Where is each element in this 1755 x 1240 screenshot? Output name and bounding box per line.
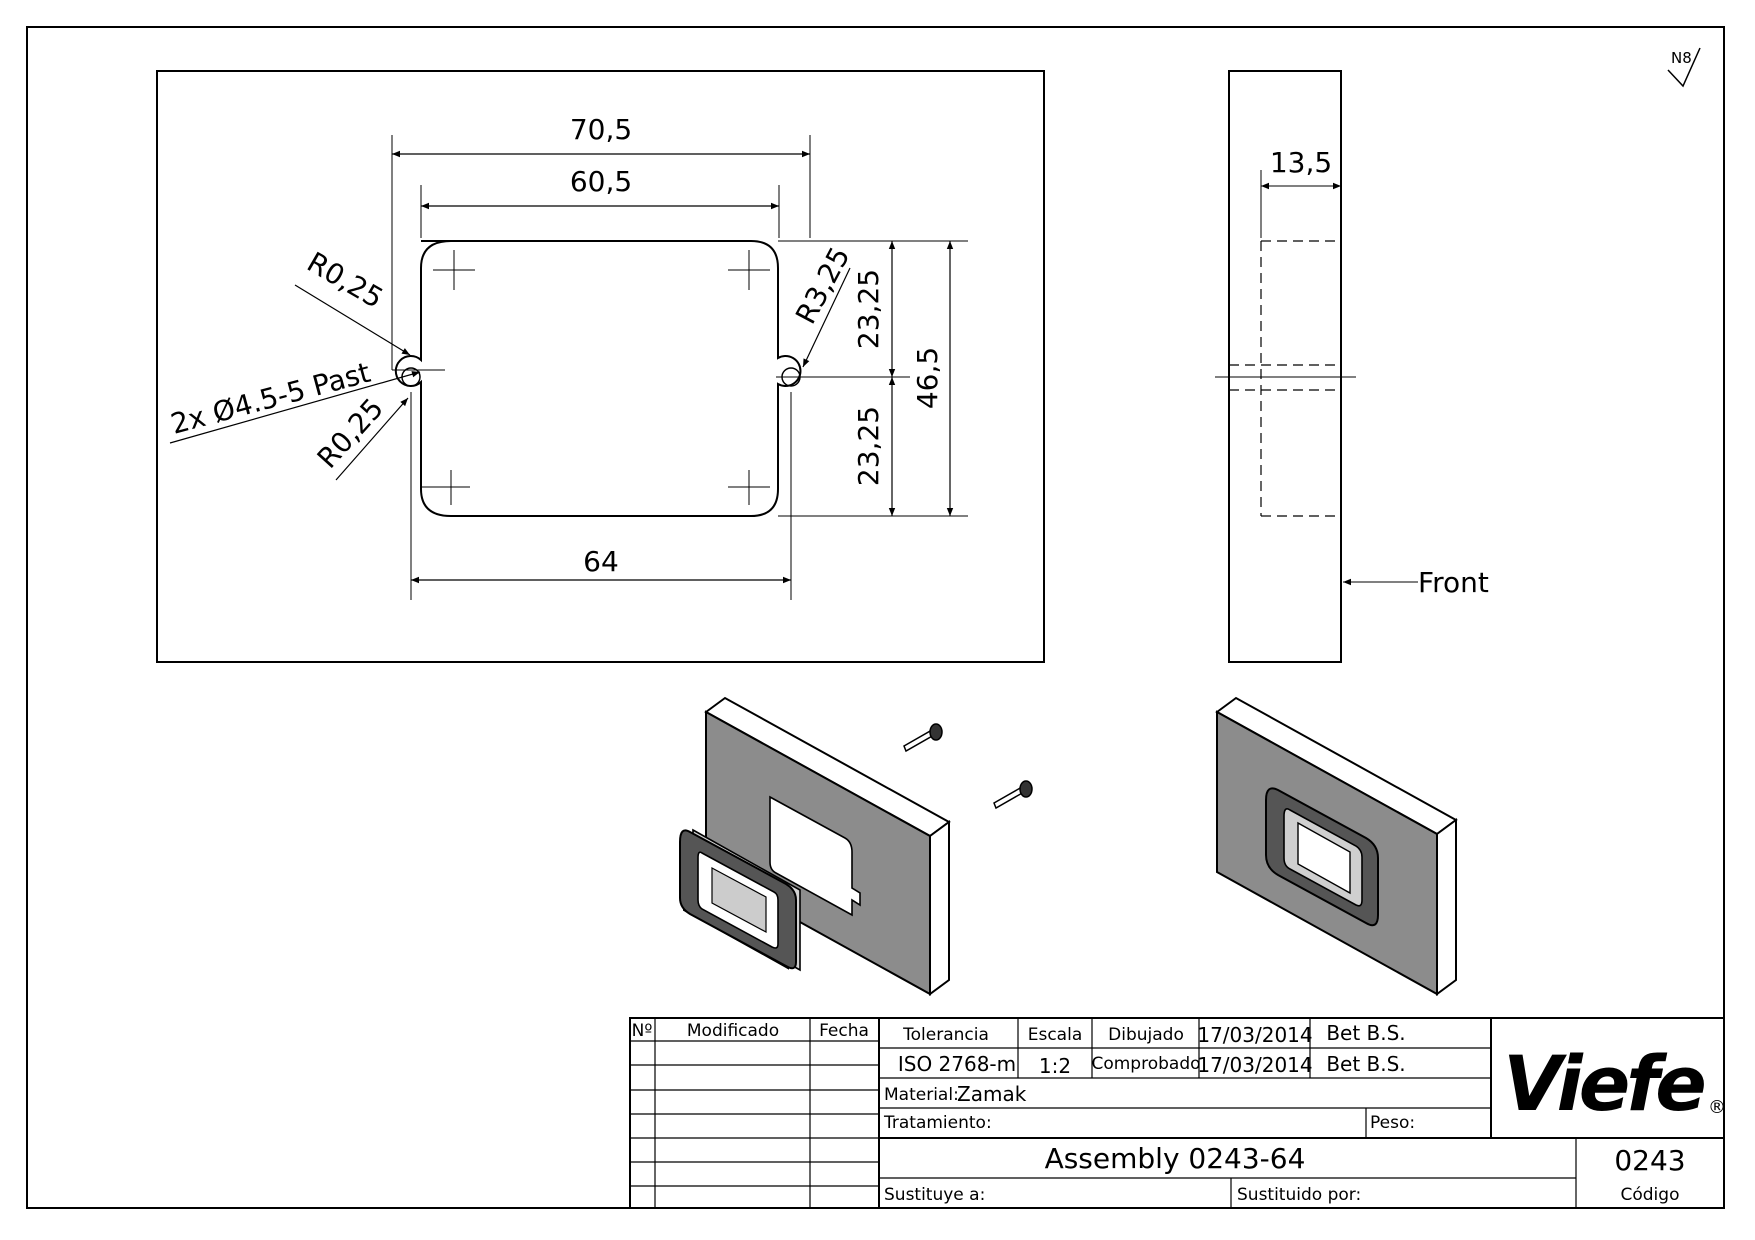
dim-radius-top: R0,25: [302, 245, 389, 314]
dim-inner-width: 60,5: [570, 165, 632, 198]
rev-modified-header: Modificado: [687, 1021, 779, 1041]
assembled-isometric-view: [1215, 696, 1458, 996]
tolerance-label: Tolerancia: [902, 1025, 989, 1045]
screw-icon: [903, 723, 943, 753]
dim-overall-outer-width: 70,5: [570, 113, 632, 146]
dim-hole-spacing: 64: [583, 545, 619, 578]
checked-label: Comprobado: [1091, 1054, 1200, 1074]
scale-label: Escala: [1028, 1025, 1083, 1045]
treatment-label: Tratamiento:: [883, 1113, 992, 1133]
checked-date: 17/03/2014: [1197, 1053, 1312, 1077]
sheet-border: [26, 26, 1725, 1209]
material-value: Zamak: [957, 1082, 1027, 1106]
dim-upper-half: 23,25: [852, 269, 885, 349]
roughness-value: N8: [1671, 49, 1692, 67]
material-label: Material:: [884, 1085, 959, 1105]
dim-depth: 13,5: [1270, 146, 1332, 179]
company-logo: Viefe: [1503, 1039, 1704, 1128]
drawn-date: 17/03/2014: [1197, 1023, 1312, 1047]
rev-date-header: Fecha: [819, 1021, 869, 1041]
roughness-symbol-icon: N8: [1667, 47, 1701, 88]
front-label: Front: [1418, 566, 1489, 599]
tolerance-value: ISO 2768-m: [898, 1052, 1016, 1076]
replaced-by-label: Sustituido por:: [1237, 1185, 1361, 1205]
code-label: Código: [1621, 1185, 1680, 1205]
front-view: 70,5 60,5 64 23,25 23,25 46,5 R3,25 R0,2…: [156, 70, 1045, 663]
drawn-label: Dibujado: [1108, 1025, 1184, 1045]
checked-by: Bet B.S.: [1326, 1052, 1405, 1076]
replaces-label: Sustituye a:: [884, 1185, 985, 1205]
title-block: Nº Modificado Fecha Tolerancia ISO 2768-…: [629, 1017, 1726, 1209]
exploded-isometric-view: [679, 696, 1033, 996]
cutout-contour: [394, 240, 802, 517]
dim-lower-half: 23,25: [852, 406, 885, 486]
logo-registered-mark: ®: [1708, 1097, 1726, 1118]
dim-radius-corner: R3,25: [789, 242, 857, 330]
drawing-title: Assembly 0243-64: [1045, 1142, 1306, 1175]
screw-icon: [993, 780, 1033, 810]
code-value: 0243: [1614, 1144, 1685, 1177]
logo-icon: Viefe ®: [1503, 1039, 1726, 1128]
dim-radius-bottom: R0,25: [311, 392, 390, 475]
dim-overall-height: 46,5: [911, 347, 944, 409]
mounting-hole-left: [401, 367, 421, 387]
front-view-frame: [156, 70, 1045, 663]
side-view: 13,5 Front: [1215, 70, 1489, 663]
side-view-frame: [1228, 70, 1342, 663]
scale-value: 1:2: [1039, 1054, 1071, 1078]
rev-no-header: Nº: [632, 1021, 653, 1041]
weight-label: Peso:: [1370, 1113, 1415, 1133]
drawn-by: Bet B.S.: [1326, 1021, 1405, 1045]
